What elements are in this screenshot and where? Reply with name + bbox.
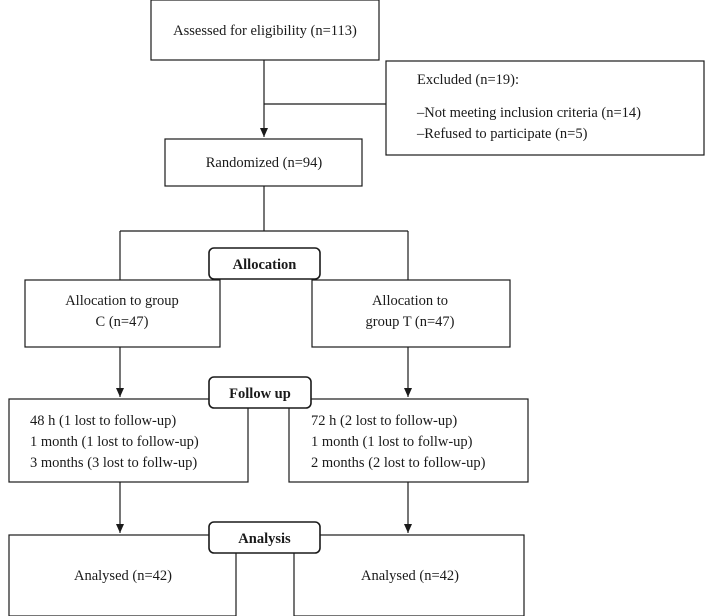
- excluded-item: –Refused to participate (n=5): [416, 126, 588, 142]
- followup-c-line: 48 h (1 lost to follow-up): [30, 413, 176, 429]
- stage-label-followup: Follow up: [208, 376, 312, 409]
- excluded-title: Excluded (n=19):: [417, 72, 519, 88]
- connectors: [116, 60, 412, 533]
- followup-box-group-c: 48 h (1 lost to follow-up) 1 month (1 lo…: [8, 398, 249, 483]
- allocation-box-group-t: Allocation to group T (n=47): [311, 279, 511, 348]
- followup-box-group-t: 72 h (2 lost to follow-up) 1 month (1 lo…: [288, 398, 529, 483]
- followup-t-line: 2 months (2 lost to follow-up): [311, 455, 486, 471]
- analysis-box-group-t: Analysed (n=42): [293, 534, 525, 616]
- assessed-box: Assessed for eligibility (n=113): [150, 0, 380, 61]
- allocation-c-line: Allocation to group: [65, 293, 179, 309]
- analysed-t-text: Analysed (n=42): [361, 568, 459, 584]
- stage-label-analysis: Analysis: [208, 521, 321, 554]
- followup-c-line: 3 months (3 lost to follw-up): [30, 455, 197, 471]
- randomized-text: Randomized (n=94): [206, 155, 323, 171]
- allocation-c-line: C (n=47): [96, 314, 149, 330]
- followup-t-line: 1 month (1 lost to follw-up): [311, 434, 473, 450]
- allocation-t-line: group T (n=47): [366, 314, 455, 330]
- stage-followup-text: Follow up: [229, 386, 291, 402]
- analysis-box-group-c: Analysed (n=42): [8, 534, 237, 616]
- excluded-item: –Not meeting inclusion criteria (n=14): [416, 105, 641, 121]
- allocation-t-line: Allocation to: [372, 293, 448, 309]
- assessed-text: Assessed for eligibility (n=113): [173, 23, 357, 39]
- analysed-c-text: Analysed (n=42): [74, 568, 172, 584]
- followup-c-line: 1 month (1 lost to follow-up): [30, 434, 199, 450]
- stage-analysis-text: Analysis: [238, 531, 291, 547]
- followup-t-line: 72 h (2 lost to follow-up): [311, 413, 457, 429]
- allocation-box-group-c: Allocation to group C (n=47): [24, 279, 221, 348]
- randomized-box: Randomized (n=94): [164, 138, 363, 187]
- stage-label-allocation: Allocation: [208, 247, 321, 280]
- stage-allocation-text: Allocation: [233, 257, 297, 273]
- excluded-box: Excluded (n=19): –Not meeting inclusion …: [385, 60, 705, 156]
